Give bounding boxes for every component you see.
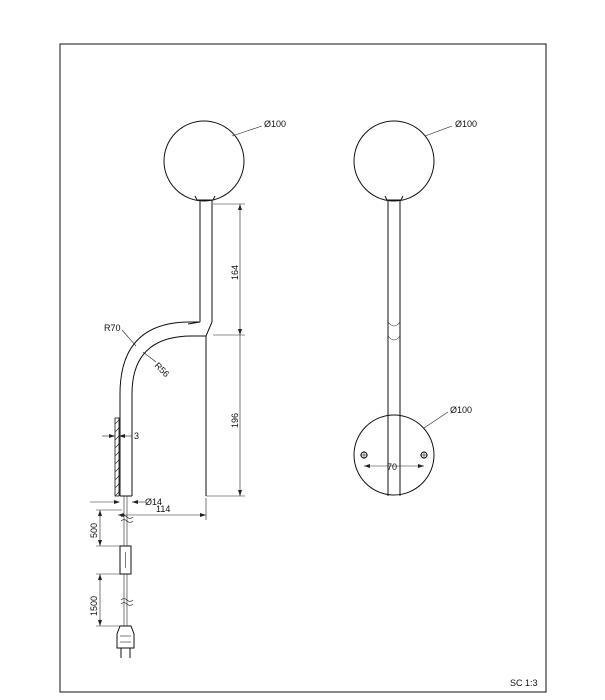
scale-label: SC 1:3 [510,678,538,688]
dim-70: 70 [387,462,397,472]
sheet-border [59,43,547,693]
front-wall-plate [353,414,435,496]
side-arm-outer [119,321,200,496]
dim-196: 196 [230,413,240,428]
dim-500: 500 [89,523,99,538]
dim-1500: 1500 [89,596,99,616]
front-plate-diameter: Ø100 [450,405,472,415]
cable-switch [119,545,132,575]
dim-164: 164 [230,265,240,280]
dim-rod-diameter: Ø14 [145,497,162,507]
dim-3: 3 [134,431,139,441]
side-bracket [205,321,213,496]
side-arm-inner [131,335,206,496]
screw-hole-right [420,451,428,459]
dim-r70: R70 [104,323,121,333]
plug [116,625,135,649]
side-view: Ø100 164 196 R70 R56 3 Ø14 [89,119,286,658]
front-globe-diameter: Ø100 [455,119,477,129]
dim-r56: R56 [153,360,172,379]
front-view: Ø100 Ø100 70 [353,119,477,496]
front-globe [353,120,435,202]
dim-114: 114 [156,504,170,514]
screw-hole-left [360,451,368,459]
side-socket [194,195,216,201]
side-globe-diameter: Ø100 [264,119,286,129]
side-wall-plate [114,417,120,497]
side-globe [163,120,245,202]
